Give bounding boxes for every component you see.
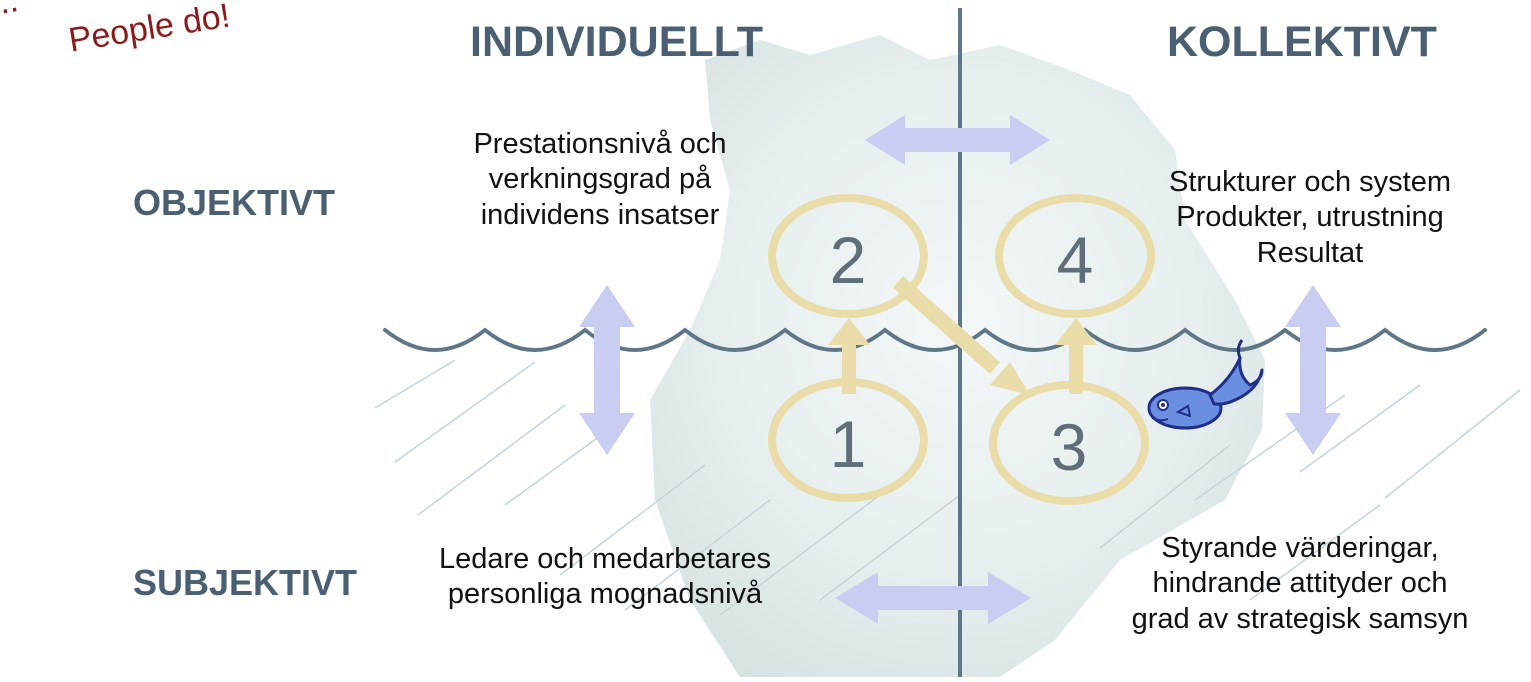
quadrant-3-number: 3 <box>1051 410 1088 484</box>
quadrant-1-line: Ledare och medarbetares <box>438 543 772 575</box>
quadrant-3-text: Styrande värderingar, hindrande attityde… <box>1070 531 1530 637</box>
iceberg-shape <box>650 35 1265 677</box>
quadrant-4-line: Resultat <box>1256 236 1364 269</box>
circle-q3: 3 <box>989 381 1149 505</box>
circle-q2: 2 <box>768 194 928 318</box>
quadrant-3-line: grad av strategisk samsyn <box>1131 602 1469 635</box>
row-header-objektivt: OBJEKTIVT <box>133 182 336 223</box>
quadrant-4-text: Strukturer och system Produkter, utrustn… <box>1110 165 1510 271</box>
quadrant-4-line: Strukturer och system <box>1168 166 1452 198</box>
fish-icon <box>1147 339 1264 430</box>
quadrant-4-number: 4 <box>1057 223 1094 297</box>
quadrant-2-number: 2 <box>830 223 867 297</box>
connector-arrows <box>828 276 1097 395</box>
quadrant-2-line: verkningsgrad på <box>488 163 712 196</box>
column-header-kollektivt: KOLLEKTIVT <box>1167 18 1437 66</box>
circle-q1: 1 <box>768 378 928 502</box>
quadrant-1-text: Ledare och medarbetares personliga mogna… <box>370 542 840 613</box>
quadrant-3-line: Styrande värderingar, <box>1161 532 1439 564</box>
water-surface <box>383 327 1487 352</box>
quadrant-3-line: hindrande attityder och <box>1152 567 1448 600</box>
double-arrow-right <box>1285 285 1341 455</box>
double-arrow-left <box>579 285 635 455</box>
quadrant-2-line: Prestationsnivå och <box>473 128 727 160</box>
double-arrow-bottom <box>835 572 1031 624</box>
column-header-individuellt: INDIVIDUELLT <box>470 18 764 66</box>
quadrant-4-line: Produkter, utrustning <box>1176 201 1444 234</box>
quadrant-2-text: Prestationsnivå och verkningsgrad på ind… <box>405 127 795 233</box>
circle-q4: 4 <box>995 194 1155 318</box>
quadrant-2-line: individens insatser <box>480 198 720 231</box>
double-arrow-top <box>865 115 1050 165</box>
quadrant-1-line: personliga mognadsnivå <box>447 578 763 611</box>
quadrant-1-number: 1 <box>830 407 867 481</box>
row-header-subjektivt: SUBJEKTIVT <box>133 562 358 603</box>
